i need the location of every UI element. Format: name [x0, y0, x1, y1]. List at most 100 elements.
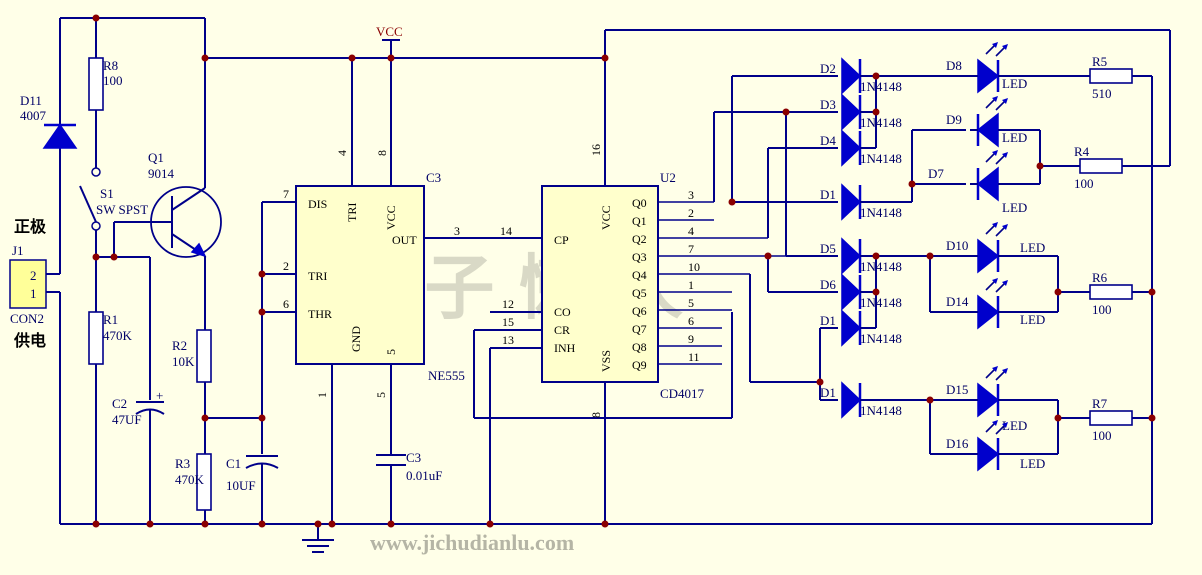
cd4017-ic: U2 CD4017 CP CO CR INH VCC VSS 14 12 15 … — [473, 144, 733, 524]
pin-2: 2 — [283, 259, 289, 273]
diode-d6-value: 1N4148 — [860, 295, 902, 310]
led-d7-body — [976, 166, 999, 202]
led-d14-label: D14 — [946, 294, 969, 309]
j1-label: J1 — [12, 243, 24, 258]
vcc-label: VCC — [376, 24, 403, 39]
output-pin-q1: 2 — [688, 206, 694, 220]
diode-d1a-label: D1 — [820, 187, 836, 202]
output-pin-q9: 11 — [688, 350, 700, 364]
ground-symbol — [302, 524, 334, 553]
led-d10-type: LED — [1020, 240, 1045, 255]
led-d7-type: LED — [1002, 200, 1027, 215]
pin-12: 12 — [502, 297, 514, 311]
led-d16-label: D16 — [946, 436, 969, 451]
r8-label: R8 — [103, 58, 118, 73]
pin-14: 14 — [500, 224, 512, 238]
output-label-q8: Q8 — [632, 340, 647, 354]
output-pin-q3: 7 — [688, 242, 694, 256]
r1-value: 470K — [103, 328, 133, 343]
c2-label: C2 — [112, 396, 127, 411]
c1-value: 10UF — [226, 478, 256, 493]
output-label-q3: Q3 — [632, 250, 647, 264]
pin-1: 1 — [315, 392, 329, 398]
r8-value: 100 — [103, 73, 123, 88]
ne555-ic: C3 NE555 DIS TRI THR OUT 7 2 6 3 GND TRI… — [262, 58, 542, 524]
vcc-vertical: VCC — [384, 205, 398, 230]
cr-pin: CR — [554, 323, 570, 337]
u2-label: U2 — [660, 170, 676, 185]
diode-d3-body — [841, 93, 862, 131]
diode-d3-label: D3 — [820, 97, 836, 112]
diode-d5-body — [841, 237, 862, 275]
j1-pin2: 2 — [30, 268, 37, 283]
pin-8: 8 — [375, 150, 389, 156]
positive-label: 正极 — [14, 217, 47, 236]
led-d14-type: LED — [1020, 312, 1045, 327]
led-d9-type: LED — [1002, 130, 1027, 145]
diode-d5-value: 1N4148 — [860, 259, 902, 274]
pin-3: 3 — [454, 224, 460, 238]
r2-label: R2 — [172, 338, 187, 353]
s1-switch: S1 SW SPST — [79, 167, 148, 312]
supply-label: 供电 — [13, 331, 46, 350]
c2-capacitor: + C2 47UF — [96, 256, 165, 524]
diode-d2-body — [841, 57, 862, 95]
out-pin: OUT — [392, 233, 417, 247]
output-label-q6: Q6 — [632, 304, 647, 318]
c3-label: C3 — [406, 450, 421, 465]
cp-pin: CP — [554, 233, 569, 247]
led-d8-label: D8 — [946, 58, 962, 73]
pin-13: 13 — [502, 333, 514, 347]
r6-value: 100 — [1092, 302, 1112, 317]
diode-d1b-value: 1N4148 — [860, 331, 902, 346]
pin-6: 6 — [283, 297, 289, 311]
diode-d6-body — [841, 273, 862, 311]
diode-d1c-value: 1N4148 — [860, 403, 902, 418]
r8-resistor: R8 100 — [88, 18, 123, 170]
r7-label: R7 — [1092, 396, 1108, 411]
diode-d6-label: D6 — [820, 277, 836, 292]
pin-15: 15 — [502, 315, 514, 329]
led-d8-type: LED — [1002, 76, 1027, 91]
inh-pin: INH — [554, 341, 576, 355]
c3-ic-label: C3 — [426, 170, 441, 185]
r7-value: 100 — [1092, 428, 1112, 443]
led-d8-body — [977, 58, 1000, 94]
c2-value: 47UF — [112, 412, 142, 427]
r4-value: 100 — [1074, 176, 1094, 191]
led-d15-type: LED — [1002, 418, 1027, 433]
website-url: www.jichudianlu.com — [370, 530, 574, 555]
r5-label: R5 — [1092, 54, 1107, 69]
pin-7: 7 — [283, 187, 289, 201]
pin-16: 16 — [589, 144, 603, 156]
diode-d4-value: 1N4148 — [860, 151, 902, 166]
r3-value: 470K — [175, 472, 205, 487]
r1-label: R1 — [103, 312, 118, 327]
output-label-q4: Q4 — [632, 268, 647, 282]
cd4017-label: CD4017 — [660, 386, 705, 401]
output-label-q0: Q0 — [632, 196, 647, 210]
output-pin-q6: 5 — [688, 296, 694, 310]
r2-resistor: R2 10K — [172, 329, 212, 454]
output-pin-q7: 6 — [688, 314, 694, 328]
gnd-pin: GND — [349, 326, 363, 352]
con2-label: CON2 — [10, 311, 44, 326]
r6-label: R6 — [1092, 270, 1108, 285]
output-wiring — [713, 75, 970, 455]
output-label-q2: Q2 — [632, 232, 647, 246]
d11-value: 4007 — [20, 108, 47, 123]
s1-label: S1 — [100, 186, 114, 201]
q1-transistor: Q1 9014 — [113, 18, 222, 330]
tri-pin: TRI — [308, 269, 327, 283]
diode-d2-value: 1N4148 — [860, 79, 902, 94]
q1-label: Q1 — [148, 150, 164, 165]
diode-d3-value: 1N4148 — [860, 115, 902, 130]
output-pin-q8: 9 — [688, 332, 694, 346]
r3-label: R3 — [175, 456, 190, 471]
output-label-q1: Q1 — [632, 214, 647, 228]
r1-resistor: R1 470K — [88, 311, 133, 524]
led-d9-body — [976, 112, 999, 148]
output-pin-q0: 3 — [688, 188, 694, 202]
